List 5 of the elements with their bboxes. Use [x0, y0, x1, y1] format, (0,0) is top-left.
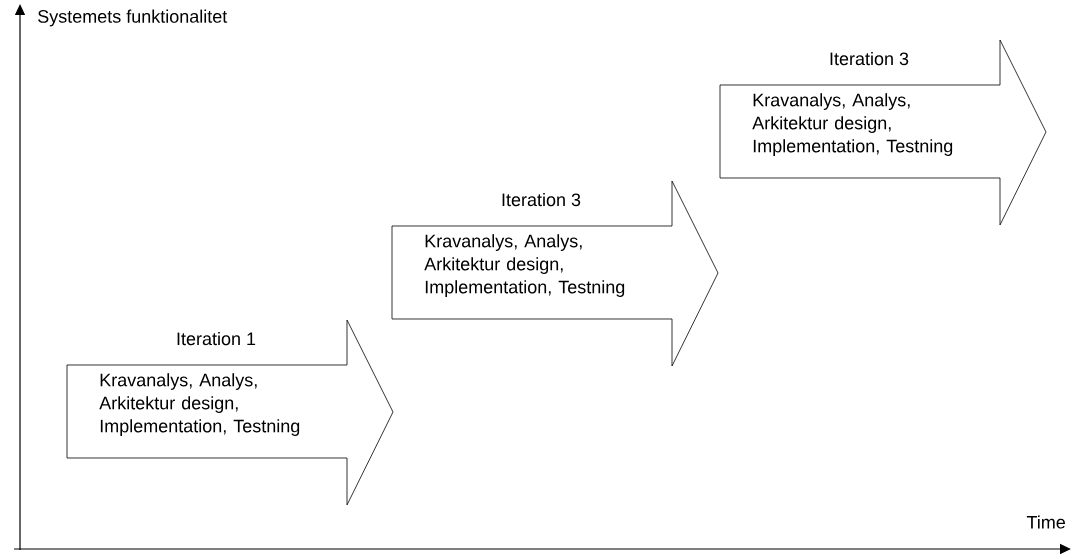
- iteration-block: Iteration 1 Kravanalys, Analys, Arkitektur design, Implementation, Testning: [66, 319, 394, 506]
- iteration-block: Iteration 3 Kravanalys, Analys, Arkitektur design, Implementation, Testning: [719, 39, 1047, 226]
- iteration-block: Iteration 3 Kravanalys, Analys, Arkitektur design, Implementation, Testning: [391, 180, 719, 367]
- axis-label: Time: [1026, 515, 1065, 529]
- axis-label: Systemets funktionalitet: [38, 9, 228, 27]
